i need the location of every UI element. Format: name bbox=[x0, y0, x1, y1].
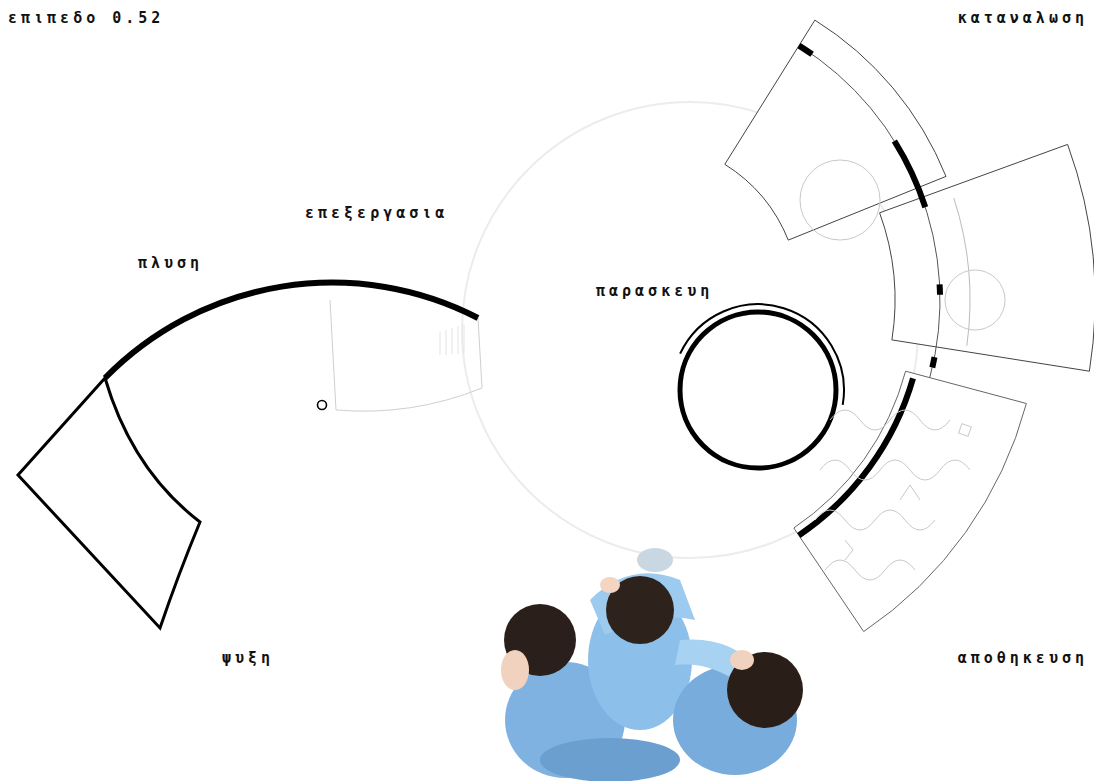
island-circle bbox=[680, 312, 836, 468]
ring-segment bbox=[937, 284, 943, 295]
island-arc bbox=[680, 304, 844, 405]
ring-segment bbox=[932, 357, 934, 367]
ring-segment bbox=[799, 46, 812, 55]
stage-label: καταναλωση bbox=[958, 8, 1088, 28]
drain-dot bbox=[318, 401, 327, 410]
process-sector bbox=[330, 300, 482, 411]
outer-ring bbox=[799, 46, 940, 378]
level-title: επιπεδο 0.52 bbox=[8, 8, 164, 28]
stage-label: επεξεργασια bbox=[305, 203, 448, 223]
wash-arc bbox=[105, 283, 478, 378]
stage-label: παρασκευη bbox=[596, 281, 713, 301]
ring-segment bbox=[894, 141, 925, 207]
children-photo bbox=[501, 548, 803, 781]
sector-texture bbox=[800, 160, 1005, 580]
stage-label: ψυξη bbox=[222, 648, 274, 668]
storage-sector bbox=[794, 371, 1027, 631]
stage-label: αποθηκευση bbox=[958, 648, 1088, 668]
cooling-sector bbox=[18, 378, 200, 628]
sink-texture bbox=[440, 325, 464, 355]
stage-label: πλυση bbox=[138, 253, 203, 273]
